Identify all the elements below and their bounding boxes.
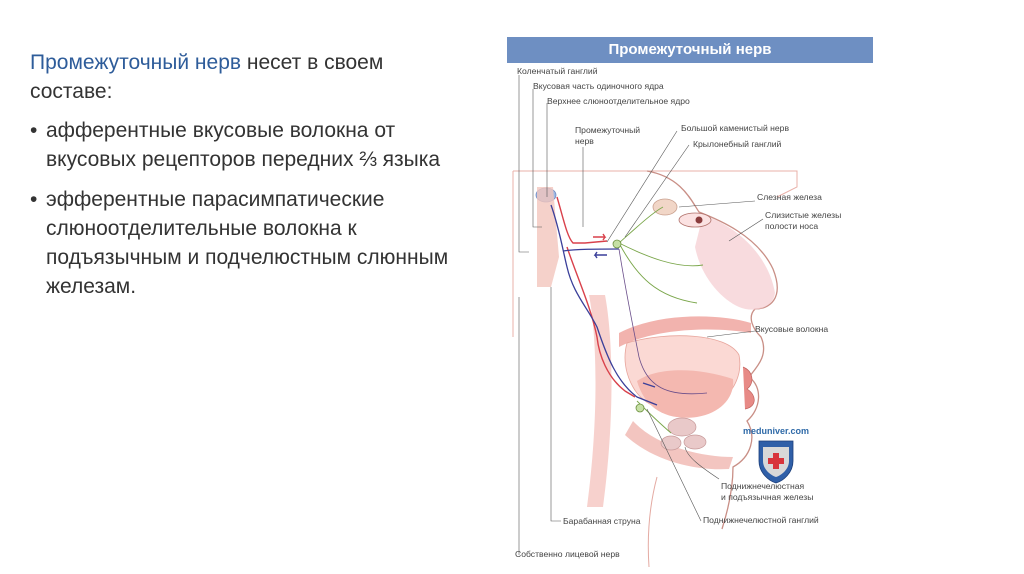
- bullet-list: • афферентные вкусовые волокна от вкусовы…: [30, 116, 470, 301]
- green-branch-2: [619, 243, 703, 266]
- arrow-efferent: [593, 234, 605, 240]
- intro-paragraph: Промежуточный нерв несет в своем составе…: [30, 48, 470, 106]
- label-glands-1: Поднижнечелюстная: [721, 481, 805, 491]
- arrow-afferent: [595, 252, 607, 258]
- label-intermediate-1: Промежуточный: [575, 125, 640, 135]
- label-salivatory-nucleus: Верхнее слюноотделительное ядро: [547, 96, 690, 106]
- bullet-dot: •: [30, 185, 37, 214]
- eye: [679, 213, 711, 227]
- pharynx: [587, 295, 612, 507]
- label-glands-2: и подъязычная железы: [721, 492, 813, 502]
- sublingual-gland-2: [661, 436, 681, 450]
- watermark-text: meduniver.com: [743, 426, 809, 436]
- bullet-text: эфферентные парасимпатические слюноотдел…: [46, 188, 448, 298]
- bullet-dot: •: [30, 116, 37, 145]
- bullet-item: • афферентные вкусовые волокна от вкусовы…: [30, 116, 470, 174]
- lacrimal-gland: [653, 199, 677, 215]
- neck-front: [648, 477, 657, 567]
- green-branch-3: [619, 243, 697, 303]
- label-mucous-2: полости носа: [765, 221, 818, 231]
- text-block: Промежуточный нерв несет в своем составе…: [30, 48, 470, 312]
- label-mucous-1: Слизистые железы: [765, 210, 841, 220]
- label-petrosal: Большой каменистый нерв: [681, 123, 789, 133]
- anatomy-diagram: Коленчатый ганглий Вкусовая часть одиноч…: [507, 37, 877, 569]
- label-chorda: Барабанная струна: [563, 516, 641, 526]
- label-pterygopalatine: Крылонебный ганглий: [693, 139, 782, 149]
- label-geniculate: Коленчатый ганглий: [517, 66, 598, 76]
- label-lacrimal: Слезная железа: [757, 192, 822, 202]
- label-submandibular-ganglion: Поднижнечелюстной ганглий: [703, 515, 819, 525]
- anatomy-figure: Промежуточный нерв: [507, 37, 877, 569]
- bullet-item: • эфферентные парасимпатические слюноотде…: [30, 185, 470, 301]
- pterygopalatine-ganglion: [613, 240, 621, 248]
- bullet-text: афферентные вкусовые волокна от вкусовых…: [46, 119, 440, 171]
- efferent-fiber: [557, 197, 607, 243]
- pupil: [696, 217, 703, 224]
- afferent-fiber-2: [563, 249, 619, 251]
- label-taste-nucleus: Вкусовая часть одиночного ядра: [533, 81, 664, 91]
- label-facial: Собственно лицевой нерв: [515, 549, 620, 559]
- label-intermediate-2: нерв: [575, 136, 594, 146]
- brainstem: [537, 187, 559, 287]
- intro-highlight: Промежуточный нерв: [30, 51, 241, 74]
- label-taste-fibers: Вкусовые волокна: [755, 324, 828, 334]
- sublingual-gland: [684, 435, 706, 449]
- submandibular-gland: [668, 418, 696, 436]
- submandibular-ganglion-mark: [636, 404, 644, 412]
